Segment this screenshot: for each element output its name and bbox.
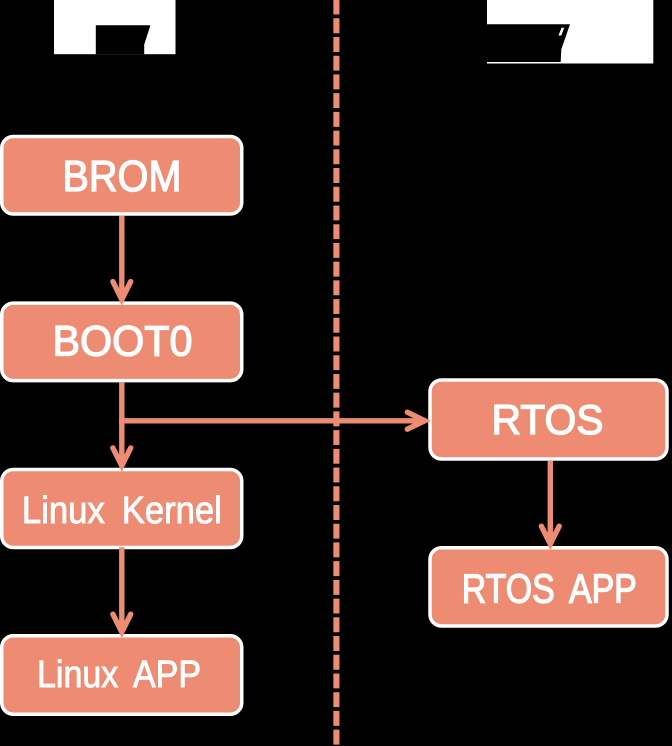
- svg-text:Linux APP: Linux APP: [37, 654, 201, 696]
- svg-text:Linux Kernel: Linux Kernel: [22, 490, 222, 532]
- svg-text:BROM: BROM: [62, 153, 181, 201]
- svg-text:BOOT0: BOOT0: [53, 317, 193, 365]
- svg-text:RTOS: RTOS: [492, 397, 604, 443]
- svg-text:RTOS APP: RTOS APP: [462, 566, 637, 612]
